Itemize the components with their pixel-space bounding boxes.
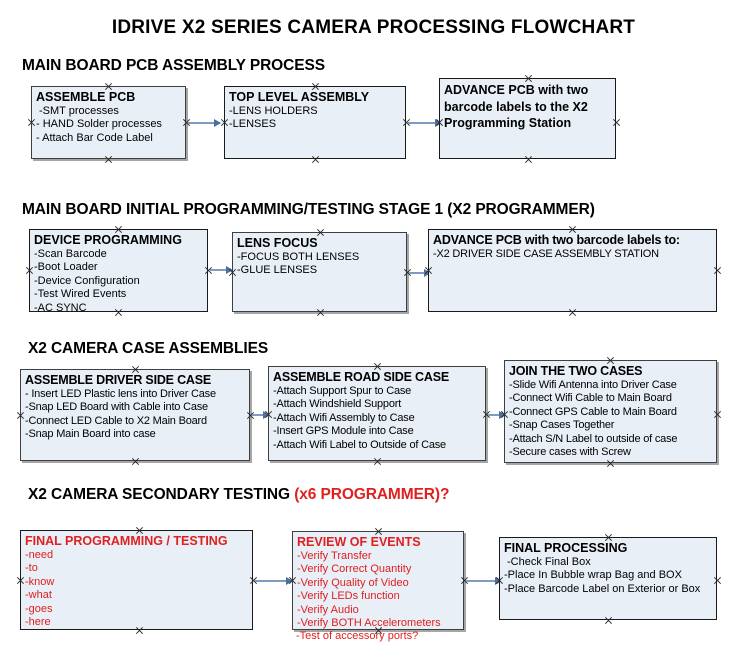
arrowhead-icon: [263, 411, 270, 419]
box-line: -Attach Wifi Assembly to Case: [273, 411, 415, 424]
box-line: -Snap LED Board with Cable into Case: [25, 401, 208, 414]
box-line: -to: [25, 562, 38, 575]
page-title: IDRIVE X2 SERIES CAMERA PROCESSING FLOWC…: [111, 17, 636, 38]
section-heading-4: X2 CAMERA SECONDARY TESTING (x6 PROGRAMM…: [28, 486, 449, 504]
process-box-assemble-driver-side-case[interactable]: ASSEMBLE DRIVER SIDE CASE - Insert LED P…: [20, 369, 250, 461]
arrowhead-icon: [226, 266, 233, 274]
process-box-top-level-assembly[interactable]: TOP LEVEL ASSEMBLY -LENS HOLDERS -LENSES: [224, 86, 406, 159]
box-line: -Attach Windshield Support: [273, 398, 402, 411]
box-line: -what: [25, 589, 52, 602]
box-line: -Device Configuration: [34, 274, 140, 287]
box-line: -Attach S/N Label to outside of case: [509, 432, 678, 445]
process-box-review-of-events[interactable]: REVIEW OF EVENTS -Verify Transfer -Verif…: [292, 531, 464, 630]
box-line: -Place In Bubble wrap Bag and BOX: [504, 569, 682, 582]
box-line: -goes: [25, 602, 53, 615]
box-line: -Secure cases with Screw: [509, 446, 631, 459]
process-box-advance-pcb-to-programming-station[interactable]: ADVANCE PCB with two barcode labels to t…: [439, 78, 616, 159]
arrowhead-icon: [286, 577, 293, 585]
box-line: -Boot Loader: [34, 261, 98, 274]
box-title: ADVANCE PCB with two barcode labels to t…: [444, 83, 589, 130]
box-line: -Connect Wifi Cable to Main Board: [509, 392, 672, 405]
box-line: -Verify BOTH Accelerometers: [297, 617, 441, 630]
box-line: -Insert GPS Module into Case: [273, 425, 414, 438]
arrowhead-icon: [495, 577, 502, 585]
box-line: - HAND Solder processes: [36, 118, 162, 131]
box-title: ASSEMBLE PCB: [36, 90, 136, 104]
process-box-device-programming[interactable]: DEVICE PROGRAMMING -Scan Barcode -Boot L…: [29, 229, 208, 314]
arrowhead-icon: [424, 269, 431, 277]
process-box-final-processing[interactable]: FINAL PROCESSING -Check Final Box -Place…: [499, 537, 717, 620]
box-line: -Verify Transfer: [297, 550, 372, 562]
box-line: -AC SYNC: [34, 301, 87, 314]
box-line: -Check Final Box: [507, 556, 591, 568]
box-line: -Snap Cases Together: [509, 419, 615, 432]
process-box-join-the-two-cases[interactable]: JOIN THE TWO CASES -Slide Wifi Antenna i…: [504, 360, 717, 463]
box-overflow-line: -Test of accessory ports?: [296, 630, 419, 642]
box-title: ASSEMBLE DRIVER SIDE CASE: [25, 373, 212, 387]
box-line: -Connect LED Cable to X2 Main Board: [25, 414, 207, 427]
box-title: ADVANCE PCB with two barcode labels to:: [433, 233, 680, 247]
arrowhead-icon: [499, 411, 506, 419]
box-title: DEVICE PROGRAMMING: [34, 233, 182, 247]
section-heading-4-accent: (x6 PROGRAMMER)?: [294, 486, 450, 503]
box-line: -Attach Support Spur to Case: [273, 385, 412, 397]
box-title: FINAL PROCESSING: [504, 541, 628, 555]
box-line: -Place Barcode Label on Exterior or Box: [504, 582, 701, 595]
process-box-assemble-road-side-case[interactable]: ASSEMBLE ROAD SIDE CASE -Attach Support …: [268, 366, 486, 461]
box-line: -Verify Correct Quantity: [297, 563, 412, 576]
box-line: -LENSES: [229, 118, 277, 131]
box-line: -Connect GPS Cable to Main Board: [509, 405, 677, 418]
box-line: - Attach Bar Code Label: [36, 131, 153, 144]
process-box-advance-pcb-to-driver-side-case[interactable]: ADVANCE PCB with two barcode labels to: …: [428, 229, 717, 312]
box-line: -Test Wired Events: [34, 288, 127, 301]
connector-arrow: [488, 411, 506, 419]
process-box-final-programming-testing[interactable]: FINAL PROGRAMMING / TESTING -need -to -k…: [20, 530, 253, 630]
box-line: - Insert LED Plastic lens into Driver Ca…: [25, 388, 216, 400]
box-title: LENS FOCUS: [237, 236, 318, 250]
connector-arrow: [466, 577, 502, 585]
box-title: ASSEMBLE ROAD SIDE CASE: [273, 370, 449, 384]
box-title: FINAL PROGRAMMING / TESTING: [25, 534, 228, 548]
box-line: -GLUE LENSES: [237, 264, 318, 277]
box-line: -here: [25, 616, 51, 629]
connector-arrow: [408, 119, 442, 127]
box-line: -Verify LEDs function: [297, 590, 400, 603]
section-heading-1: MAIN BOARD PCB ASSEMBLY PROCESS: [22, 57, 325, 74]
connector-arrow: [252, 411, 270, 419]
box-line: -Attach Wifi Label to Outside of Case: [273, 438, 446, 451]
section-heading-2: MAIN BOARD INITIAL PROGRAMMING/TESTING S…: [22, 201, 595, 218]
box-line: -X2 DRIVER SIDE CASE ASSEMBLY STATION: [433, 248, 659, 260]
box-line: -Scan Barcode: [34, 248, 107, 260]
box-title: TOP LEVEL ASSEMBLY: [229, 90, 370, 104]
box-line: -know: [25, 575, 55, 588]
connector-arrow: [255, 577, 293, 585]
box-line: -LENS HOLDERS: [229, 105, 318, 117]
arrowhead-icon: [435, 119, 442, 127]
process-box-lens-focus[interactable]: LENS FOCUS -FOCUS BOTH LENSES -GLUE LENS…: [232, 232, 407, 312]
box-line: -need: [25, 549, 54, 561]
box-line: -Verify Quality of Video: [297, 576, 409, 589]
box-line: -Verify Audio: [297, 603, 359, 616]
arrowhead-icon: [214, 119, 221, 127]
section-heading-3: X2 CAMERA CASE ASSEMBLIES: [28, 340, 269, 357]
box-line: -Slide Wifi Antenna into Driver Case: [509, 379, 677, 391]
connector-arrow: [409, 269, 431, 277]
process-box-assemble-pcb[interactable]: ASSEMBLE PCB -SMT processes - HAND Solde…: [31, 86, 186, 159]
box-title: JOIN THE TWO CASES: [509, 364, 643, 378]
box-line: -SMT processes: [39, 105, 119, 117]
section-heading-4-text: X2 CAMERA SECONDARY TESTING: [28, 486, 295, 503]
connector-arrow: [188, 119, 221, 127]
box-title: REVIEW OF EVENTS: [297, 535, 421, 549]
box-line: -Snap Main Board into case: [25, 428, 156, 441]
box-line: -FOCUS BOTH LENSES: [237, 251, 360, 263]
connector-arrow: [210, 266, 233, 274]
